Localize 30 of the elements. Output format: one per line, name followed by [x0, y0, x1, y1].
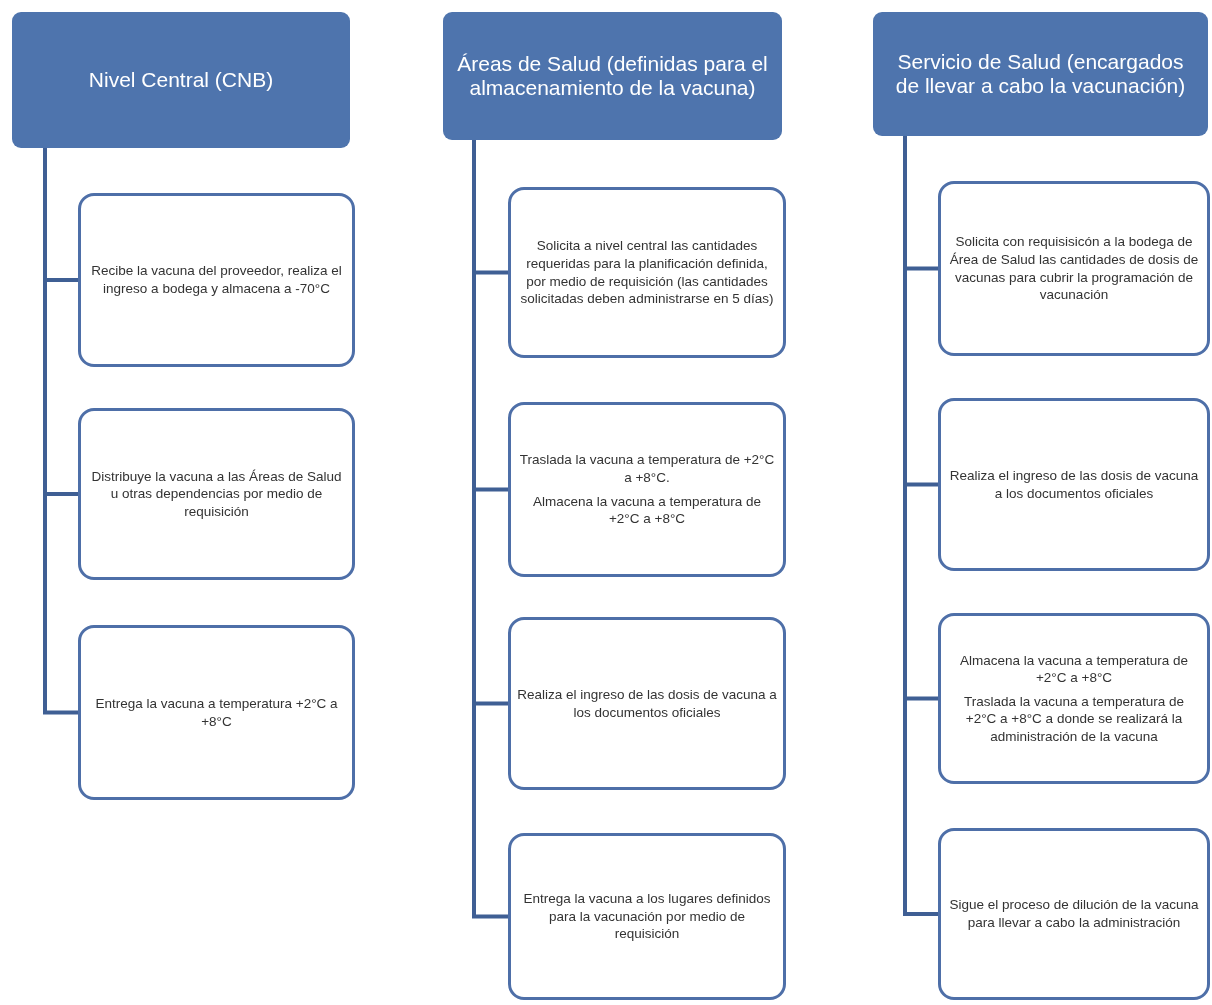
- process-box: [508, 833, 786, 1000]
- process-box: [508, 187, 786, 358]
- box-text: Almacena la vacuna a temperatura de +2°C a +8°C: [531, 492, 763, 528]
- box-text: Servicio de Salud (encargados de llevar a cabo la vacunación): [894, 49, 1187, 99]
- process-box: [938, 181, 1210, 356]
- box-text: Entrega la vacuna a los lugares definidos para la vacunación por medio de requisición: [522, 890, 772, 943]
- column-header: [873, 12, 1208, 136]
- process-box: [938, 828, 1210, 1000]
- box-text: Áreas de Salud (definidas para el almacenamiento de la vacuna): [456, 51, 769, 101]
- box-text: Nivel Central (CNB): [88, 67, 274, 93]
- box-text: Solicita con requisisicón a la bodega de Área de Salud las cantidades de dosis de vacunas para cubrir la programación de vacunación: [948, 233, 1200, 304]
- process-box: [78, 408, 355, 580]
- box-text: Sigue el proceso de dilución de la vacuna para llevar a cabo la administración: [948, 896, 1200, 932]
- process-box: [78, 625, 355, 800]
- process-box: [938, 613, 1210, 784]
- process-box: [508, 617, 786, 790]
- box-text: Traslada la vacuna a temperatura de +2°C a +8°C.: [518, 451, 776, 487]
- box-text: Solicita a nivel central las cantidades requeridas para la planificación definida, por medio de requisición (las cantidades solicitadas deben administrarse en 5 días): [519, 237, 775, 308]
- box-text: Distribuye la vacuna a las Áreas de Salud u otras dependencias por medio de requisición: [90, 467, 343, 521]
- process-box: [938, 398, 1210, 571]
- box-text: Entrega la vacuna a temperatura +2°C a +8°C: [94, 694, 339, 731]
- column-header: [12, 12, 350, 148]
- process-box: [78, 193, 355, 367]
- column-header: [443, 12, 782, 140]
- box-text: Recibe la vacuna del proveedor, realiza el ingreso a bodega y almacena a -70°C: [90, 262, 343, 298]
- process-box: [508, 402, 786, 577]
- box-text: Realiza el ingreso de las dosis de vacuna a los documentos oficiales: [948, 466, 1200, 503]
- box-text: Realiza el ingreso de las dosis de vacuna a los documentos oficiales: [517, 685, 777, 722]
- box-text: Traslada la vacuna a temperatura de +2°C a +8°C a donde se realizará la administración de la vacuna: [962, 692, 1186, 746]
- box-text: Almacena la vacuna a temperatura de +2°C a +8°C: [958, 651, 1190, 687]
